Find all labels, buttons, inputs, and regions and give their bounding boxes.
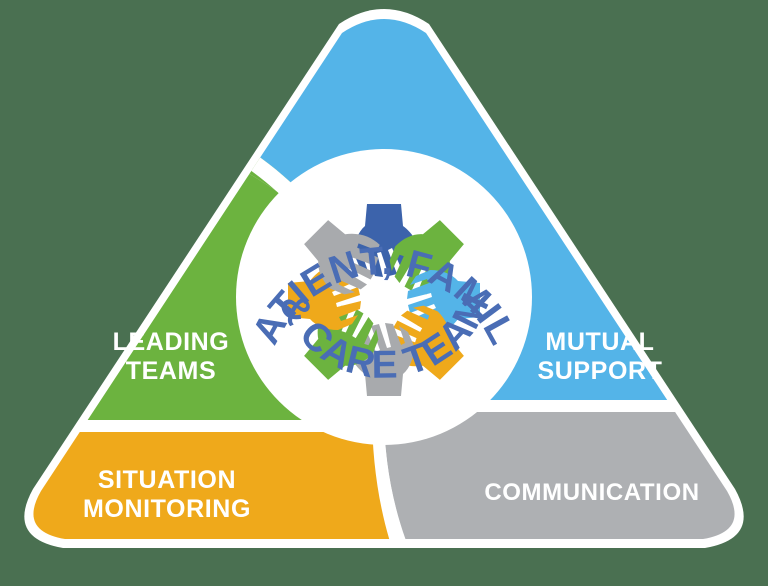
situation-monitoring-line2: MONITORING xyxy=(83,495,251,523)
joined-hands-logo xyxy=(288,204,480,396)
label-mutual-support: MUTUAL SUPPORT xyxy=(537,328,662,385)
leading-teams-line1: LEADING xyxy=(113,328,230,356)
communication-line1: COMMUNICATION xyxy=(484,479,699,506)
mutual-support-line1: MUTUAL xyxy=(545,328,654,356)
segment-labels: LEADING TEAMS MUTUAL SUPPORT SITUATION M… xyxy=(83,328,699,523)
hand-grey-upper-left xyxy=(304,220,380,295)
segment-communication[interactable] xyxy=(384,412,768,586)
situation-monitoring-line1: SITUATION xyxy=(98,466,236,494)
mutual-support-line2: SUPPORT xyxy=(537,357,662,385)
label-leading-teams: LEADING TEAMS xyxy=(113,328,230,385)
segment-situation-monitoring[interactable] xyxy=(0,432,470,586)
label-communication: COMMUNICATION xyxy=(484,479,699,506)
center-circle[interactable] xyxy=(236,149,532,445)
leading-teams-line2: TEAMS xyxy=(126,357,217,385)
label-situation-monitoring: SITUATION MONITORING xyxy=(83,466,251,523)
